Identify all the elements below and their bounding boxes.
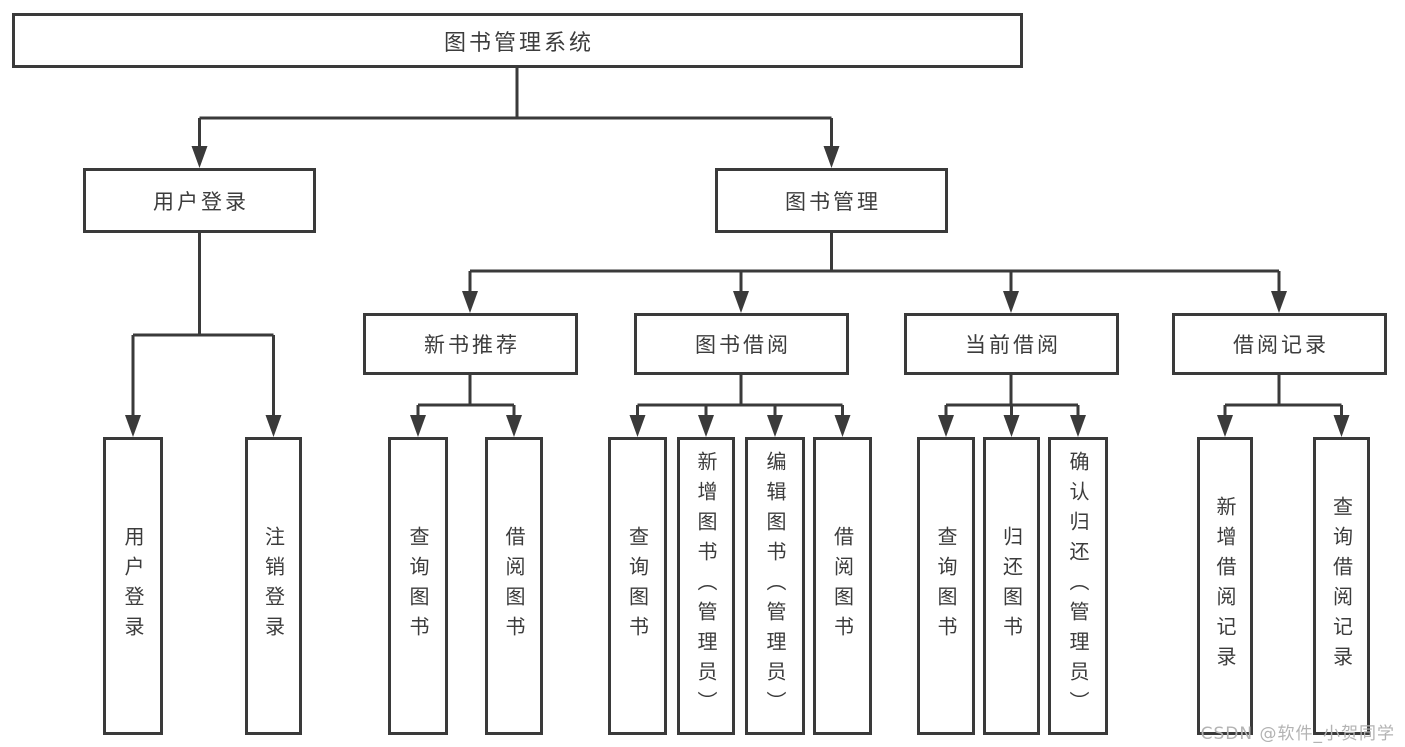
- node-book-borrow: 图书借阅: [634, 313, 849, 375]
- node-library-management-system: 图书管理系统: [12, 13, 1023, 68]
- leaf-user-login: 用户登录: [103, 437, 163, 735]
- leaf-add-borrow-record: 新增借阅记录: [1197, 437, 1253, 735]
- leaf-add-book-admin: 新增图书（管理员）: [677, 437, 735, 735]
- node-new-book-recommend: 新书推荐: [363, 313, 578, 375]
- csdn-watermark: CSDN @软件_小贺同学: [1200, 724, 1395, 744]
- leaf-borrow-book: 借阅图书: [813, 437, 872, 735]
- leaf-borrow-query-book: 查询图书: [608, 437, 667, 735]
- leaf-edit-book-admin: 编辑图书（管理员）: [745, 437, 805, 735]
- leaf-return-book: 归还图书: [983, 437, 1040, 735]
- node-current-borrow: 当前借阅: [904, 313, 1119, 375]
- leaf-current-query-book: 查询图书: [917, 437, 975, 735]
- node-borrow-records: 借阅记录: [1172, 313, 1387, 375]
- node-user-login: 用户登录: [83, 168, 316, 233]
- leaf-recommend-borrow-book: 借阅图书: [485, 437, 543, 735]
- leaf-query-borrow-record: 查询借阅记录: [1313, 437, 1370, 735]
- leaf-recommend-query-book: 查询图书: [388, 437, 448, 735]
- node-book-management: 图书管理: [715, 168, 948, 233]
- arrowhead-icons: [125, 146, 1350, 437]
- leaf-confirm-return-admin: 确认归还（管理员）: [1048, 437, 1108, 735]
- leaf-logout: 注销登录: [245, 437, 302, 735]
